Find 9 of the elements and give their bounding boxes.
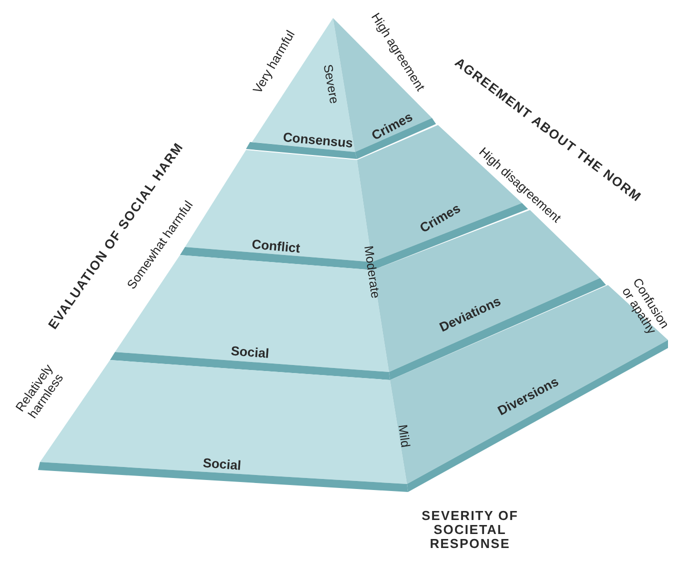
axis-label: Mild (395, 424, 413, 448)
tier-label: Consensus (282, 129, 354, 151)
axis-label: SEVERITY OF SOCIETAL RESPONSE (420, 509, 520, 551)
axis-label: Moderate (361, 244, 383, 300)
axis-label: Severe (320, 63, 342, 105)
tier-label: Conflict (251, 236, 301, 256)
tier-label: Social (202, 455, 242, 473)
tier-label: Social (230, 343, 270, 361)
pyramid-face (246, 18, 357, 159)
